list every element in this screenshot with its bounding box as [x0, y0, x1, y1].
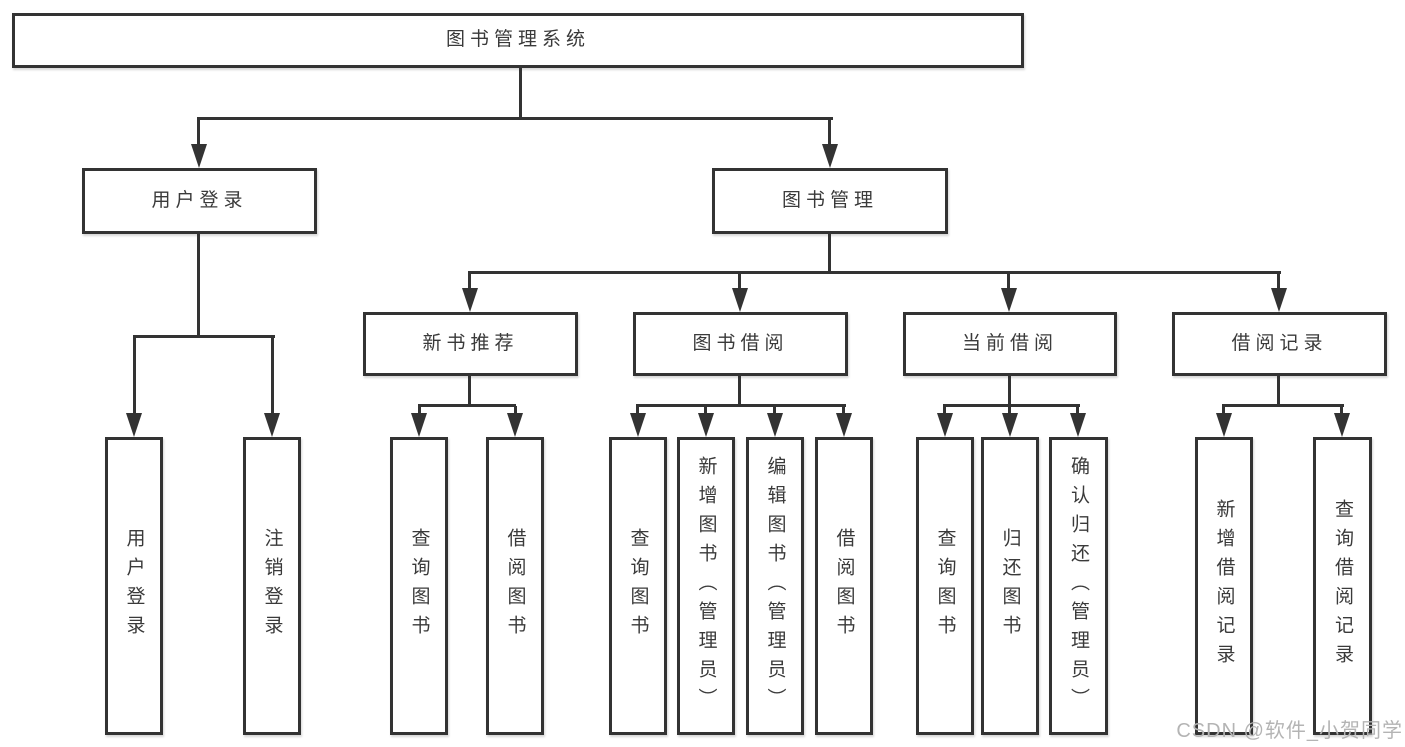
connector-book-borrow-trunk [738, 376, 741, 406]
connector-book-management-split [468, 271, 1281, 274]
arrow-down-icon [264, 413, 280, 437]
connector-book-management-trunk [828, 234, 831, 273]
arrow-down-icon [462, 288, 478, 312]
connector-drop-user-login [197, 119, 200, 147]
node-user-login: 用户登录 [82, 168, 317, 234]
arrow-down-icon [1334, 413, 1350, 437]
connector-user-login-trunk [197, 234, 200, 337]
connector-drop-leaf [773, 406, 776, 416]
connector-root-trunk [519, 68, 522, 119]
node-new-book-recommendation: 新书推荐 [363, 312, 578, 376]
leaf-query-books-current: 查询图书 [916, 437, 974, 735]
connector-drop-leaf [514, 406, 517, 416]
connector-borrow-records-split [1222, 404, 1344, 407]
connector-drop-leaf [842, 406, 845, 416]
node-current-borrowing: 当前借阅 [903, 312, 1117, 376]
node-book-management: 图书管理 [712, 168, 948, 234]
connector-drop-leaf [1076, 406, 1079, 416]
leaf-query-books-borrowing: 查询图书 [609, 437, 667, 735]
connector-drop-leaf [704, 406, 707, 416]
node-book-borrowing: 图书借阅 [633, 312, 848, 376]
connector-drop-leaf-login [133, 337, 136, 415]
leaf-logout: 注销登录 [243, 437, 301, 735]
arrow-down-icon [836, 413, 852, 437]
connector-borrow-records-trunk [1277, 376, 1280, 406]
arrow-down-icon [630, 413, 646, 437]
connector-drop-leaf [943, 406, 946, 416]
leaf-add-borrow-record: 新增借阅记录 [1195, 437, 1253, 735]
node-library-management-system: 图书管理系统 [12, 13, 1024, 68]
connector-drop-new-book [468, 273, 471, 291]
connector-drop-book-borrow [738, 273, 741, 291]
arrow-down-icon [822, 144, 838, 168]
node-borrowing-records: 借阅记录 [1172, 312, 1387, 376]
leaf-user-login: 用户登录 [105, 437, 163, 735]
connector-user-login-split [133, 335, 275, 338]
connector-drop-book-management [828, 119, 831, 147]
leaf-query-books-recommend: 查询图书 [390, 437, 448, 735]
csdn-watermark: CSDN @软件_小贺同学 [1176, 720, 1403, 742]
connector-drop-leaf [1008, 406, 1011, 416]
connector-drop-leaf [1340, 406, 1343, 416]
leaf-borrow-books-recommend: 借阅图书 [486, 437, 544, 735]
leaf-add-book-admin: 新增图书（管理员） [677, 437, 735, 735]
arrow-down-icon [126, 413, 142, 437]
leaf-return-book: 归还图书 [981, 437, 1039, 735]
arrow-down-icon [1001, 288, 1017, 312]
connector-current-borrow-trunk [1008, 376, 1011, 406]
arrow-down-icon [1271, 288, 1287, 312]
arrow-down-icon [698, 413, 714, 437]
arrow-down-icon [767, 413, 783, 437]
connector-drop-borrow-records [1277, 273, 1280, 291]
connector-drop-leaf [636, 406, 639, 416]
arrow-down-icon [732, 288, 748, 312]
connector-new-book-split [418, 404, 516, 407]
leaf-edit-book-admin: 编辑图书（管理员） [746, 437, 804, 735]
arrow-down-icon [937, 413, 953, 437]
connector-drop-leaf [1222, 406, 1225, 416]
leaf-confirm-return-admin: 确认归还（管理员） [1049, 437, 1108, 735]
connector-book-borrow-split [636, 404, 846, 407]
arrow-down-icon [1002, 413, 1018, 437]
connector-drop-leaf [418, 406, 421, 416]
leaf-borrow-books: 借阅图书 [815, 437, 873, 735]
arrow-down-icon [1216, 413, 1232, 437]
connector-root-split [197, 117, 833, 120]
leaf-query-borrow-record: 查询借阅记录 [1313, 437, 1372, 735]
connector-drop-current-borrow [1007, 273, 1010, 291]
arrow-down-icon [507, 413, 523, 437]
connector-new-book-trunk [468, 376, 471, 406]
arrow-down-icon [191, 144, 207, 168]
arrow-down-icon [1070, 413, 1086, 437]
connector-current-borrow-split [943, 404, 1080, 407]
connector-drop-leaf-logout [271, 337, 274, 415]
arrow-down-icon [411, 413, 427, 437]
